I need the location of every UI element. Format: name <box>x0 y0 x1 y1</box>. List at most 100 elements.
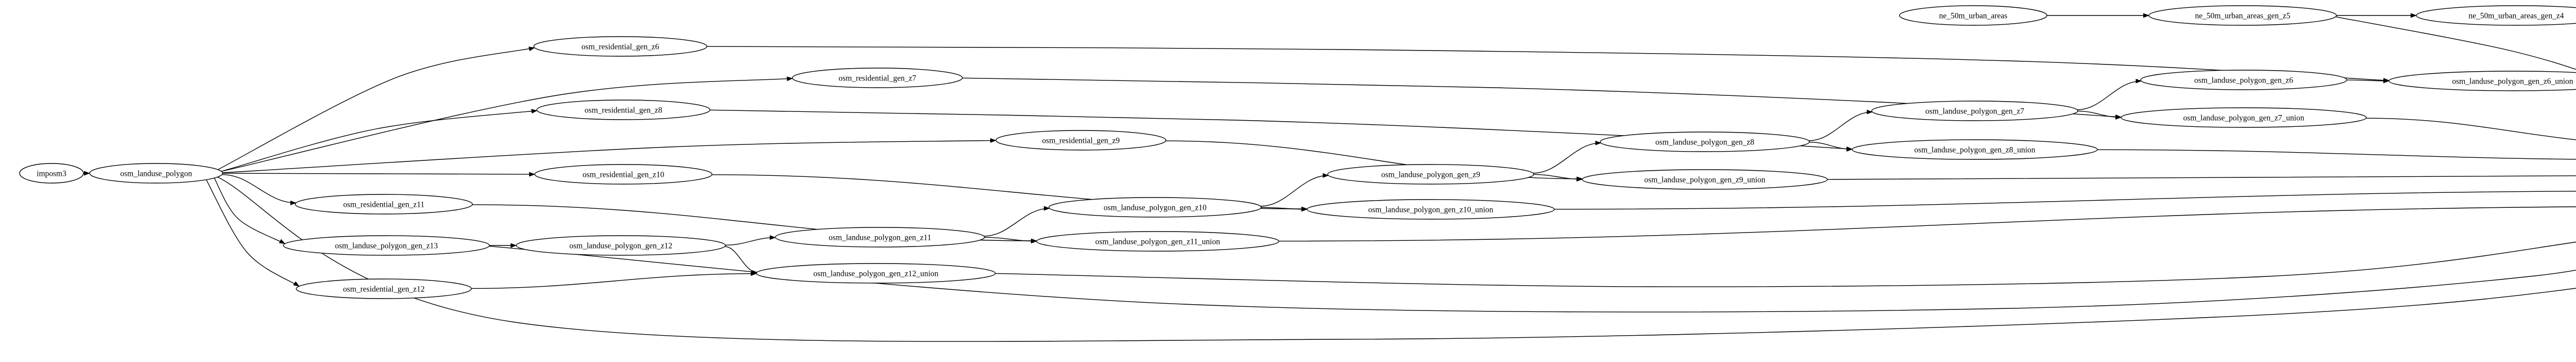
node-shape-osm_residential_gen_z7 <box>792 68 963 88</box>
node-label-osm_landuse_polygon: osm_landuse_polygon <box>120 170 192 178</box>
node-label-osm_residential_gen_z12: osm_residential_gen_z12 <box>343 285 425 294</box>
node-ne_50m_urban_areas_gen_z4: ne_50m_urban_areas_gen_z4 <box>2416 5 2576 26</box>
node-label-osm_landuse_polygon_gen_z6: osm_landuse_polygon_gen_z6 <box>2194 76 2293 85</box>
node-label-osm_landuse_polygon_gen_z9: osm_landuse_polygon_gen_z9 <box>1381 171 1480 179</box>
node-osm_residential_gen_z10: osm_residential_gen_z10 <box>534 164 713 185</box>
node-shape-osm_landuse_polygon_gen_z8_union <box>1852 139 2098 160</box>
node-label-osm_landuse_polygon_gen_z11_union: osm_landuse_polygon_gen_z11_union <box>1095 238 1220 246</box>
node-osm_landuse_polygon_gen_z8_union: osm_landuse_polygon_gen_z8_union <box>1852 139 2098 160</box>
node-label-osm_landuse_polygon_gen_z7_union: osm_landuse_polygon_gen_z7_union <box>2183 114 2304 123</box>
node-shape-osm_residential_gen_z8 <box>536 100 710 120</box>
node-osm_residential_gen_z6: osm_residential_gen_z6 <box>533 36 707 57</box>
edge-osm_landuse_polygon_gen_z7--osm_landuse_polygon_gen_z7_union <box>2077 110 2122 120</box>
node-shape-osm_residential_gen_z11 <box>295 194 473 215</box>
node-osm_landuse_polygon: osm_landuse_polygon <box>89 163 223 184</box>
node-osm_residential_gen_z9: osm_residential_gen_z9 <box>995 130 1166 151</box>
edge-osm_landuse_polygon--osm_landuse_polygon_gen_z13 <box>214 177 286 244</box>
node-osm_landuse_polygon_gen_z11_union: osm_landuse_polygon_gen_z11_union <box>1036 231 1279 252</box>
edge-osm_landuse_polygon--osm_residential_gen_z7 <box>221 76 793 172</box>
edge-osm_landuse_polygon_gen_z11_union--layer_landuse-z11 <box>1278 206 2576 242</box>
node-shape-osm_landuse_polygon_gen_z6_union <box>2388 71 2576 91</box>
node-shape-ne_50m_urban_areas <box>1899 5 2047 26</box>
node-label-osm_landuse_polygon_gen_z9_union: osm_landuse_polygon_gen_z9_union <box>1644 176 1765 185</box>
edge-ne_50m_urban_areas_gen_z5--layer_landuse-z5 <box>2335 16 2576 70</box>
node-osm_landuse_polygon_gen_z11: osm_landuse_polygon_gen_z11 <box>775 227 985 248</box>
node-shape-osm_landuse_polygon_gen_z13 <box>283 235 490 256</box>
node-osm_landuse_polygon_gen_z12: osm_landuse_polygon_gen_z12 <box>516 235 726 256</box>
node-label-osm_residential_gen_z9: osm_residential_gen_z9 <box>1042 137 1120 145</box>
node-label-osm_residential_gen_z7: osm_residential_gen_z7 <box>839 74 917 83</box>
node-osm_landuse_polygon_gen_z8: osm_landuse_polygon_gen_z8 <box>1600 131 1810 152</box>
edge-osm_landuse_polygon--osm_residential_gen_z11 <box>222 174 297 205</box>
node-osm_residential_gen_z7: osm_residential_gen_z7 <box>792 68 963 88</box>
node-label-osm_landuse_polygon_gen_z6_union: osm_landuse_polygon_gen_z6_union <box>2452 77 2573 86</box>
node-shape-ne_50m_urban_areas_gen_z4 <box>2416 5 2576 26</box>
edge-osm_landuse_polygon_gen_z12--osm_landuse_polygon_gen_z12_union <box>724 246 758 275</box>
node-shape-osm_residential_gen_z12 <box>296 278 472 299</box>
node-osm_landuse_polygon_gen_z7_union: osm_landuse_polygon_gen_z7_union <box>2121 107 2367 128</box>
edge-osm_landuse_polygon_gen_z11--osm_landuse_polygon_gen_z11_union <box>984 237 1038 244</box>
node-label-osm_landuse_polygon_gen_z7: osm_landuse_polygon_gen_z7 <box>1925 107 2024 116</box>
node-label-ne_50m_urban_areas_gen_z4: ne_50m_urban_areas_gen_z4 <box>2468 12 2564 21</box>
node-label-osm_residential_gen_z11: osm_residential_gen_z11 <box>343 201 425 209</box>
node-osm_residential_gen_z12: osm_residential_gen_z12 <box>296 278 472 299</box>
node-shape-osm_residential_gen_z9 <box>995 130 1166 151</box>
node-label-osm_residential_gen_z10: osm_residential_gen_z10 <box>583 171 665 179</box>
edge-osm_landuse_polygon_gen_z10_union--layer_landuse-z10 <box>1554 191 2576 210</box>
node-osm_landuse_polygon_gen_z9_union: osm_landuse_polygon_gen_z9_union <box>1582 169 1828 190</box>
edge-osm_landuse_polygon_gen_z9_union--layer_landuse-z9 <box>1827 175 2576 180</box>
edge-osm_landuse_polygon_gen_z7--osm_landuse_polygon_gen_z6 <box>2077 78 2142 110</box>
node-label-osm_residential_gen_z6: osm_residential_gen_z6 <box>582 43 659 52</box>
node-shape-osm_landuse_polygon <box>89 163 223 184</box>
node-shape-osm_landuse_polygon_gen_z10_union <box>1307 199 1555 220</box>
edge-osm_landuse_polygon_gen_z8--osm_landuse_polygon_gen_z7 <box>1808 109 1873 141</box>
edge-osm_landuse_polygon--osm_residential_gen_z6 <box>217 46 535 170</box>
node-shape-osm_landuse_polygon_gen_z11 <box>775 227 985 248</box>
edge-osm_landuse_polygon--layer_landuse-z14+ <box>217 176 2576 342</box>
node-label-osm_landuse_polygon_gen_z13: osm_landuse_polygon_gen_z13 <box>335 242 438 251</box>
edge-osm_landuse_polygon--osm_residential_gen_z9 <box>222 138 997 173</box>
node-shape-osm_landuse_polygon_gen_z12 <box>516 235 726 256</box>
node-shape-osm_landuse_polygon_gen_z9 <box>1327 164 1534 185</box>
node-osm_landuse_polygon_gen_z6: osm_landuse_polygon_gen_z6 <box>2140 70 2347 90</box>
node-label-imposm3: imposm3 <box>37 170 66 178</box>
edge-osm_landuse_polygon_gen_z10--osm_landuse_polygon_gen_z9 <box>1260 173 1329 207</box>
node-osm_landuse_polygon_gen_z10: osm_landuse_polygon_gen_z10 <box>1048 197 1262 218</box>
node-osm_landuse_polygon_gen_z10_union: osm_landuse_polygon_gen_z10_union <box>1307 199 1555 220</box>
node-shape-osm_residential_gen_z6 <box>533 36 707 57</box>
node-shape-osm_landuse_polygon_gen_z7_union <box>2121 107 2367 128</box>
node-shape-osm_landuse_polygon_gen_z10 <box>1048 197 1262 218</box>
node-label-osm_landuse_polygon_gen_z12: osm_landuse_polygon_gen_z12 <box>569 242 672 251</box>
edge-osm_landuse_polygon_gen_z9--osm_landuse_polygon_gen_z8 <box>1533 140 1602 174</box>
node-label-osm_landuse_polygon_gen_z10_union: osm_landuse_polygon_gen_z10_union <box>1368 206 1494 215</box>
node-shape-osm_landuse_polygon_gen_z7 <box>1871 101 2078 121</box>
edge-osm_landuse_polygon_gen_z7_union--layer_landuse-z7 <box>2366 118 2576 140</box>
node-shape-osm_landuse_polygon_gen_z12_union <box>756 263 996 284</box>
nodes-layer: imposm3 osm_landuse_polygon osm_residentia… <box>19 5 2576 299</box>
edge-osm_landuse_polygon_gen_z12--osm_landuse_polygon_gen_z11 <box>725 235 776 246</box>
edge-osm_landuse_polygon_gen_z8_union--layer_landuse-z8 <box>2097 149 2576 160</box>
node-label-osm_landuse_polygon_gen_z10: osm_landuse_polygon_gen_z10 <box>1104 204 1207 212</box>
node-label-osm_landuse_polygon_gen_z8_union: osm_landuse_polygon_gen_z8_union <box>1914 146 2035 155</box>
edge-osm_landuse_polygon_gen_z11--osm_landuse_polygon_gen_z10 <box>984 206 1050 237</box>
node-ne_50m_urban_areas_gen_z5: ne_50m_urban_areas_gen_z5 <box>2148 5 2337 26</box>
edge-osm_landuse_polygon_gen_z10--osm_landuse_polygon_gen_z10_union <box>1261 207 1308 212</box>
node-shape-osm_landuse_polygon_gen_z8 <box>1600 131 1810 152</box>
edge-osm_landuse_polygon_gen_z8--osm_landuse_polygon_gen_z8_union <box>1809 141 1853 152</box>
node-osm_landuse_polygon_gen_z13: osm_landuse_polygon_gen_z13 <box>283 235 490 256</box>
edge-osm_landuse_polygon_gen_z12_union--layer_landuse-z12 <box>995 241 2576 287</box>
node-label-ne_50m_urban_areas: ne_50m_urban_areas <box>1939 12 2008 21</box>
node-label-ne_50m_urban_areas_gen_z5: ne_50m_urban_areas_gen_z5 <box>2195 12 2290 21</box>
node-label-osm_landuse_polygon_gen_z12_union: osm_landuse_polygon_gen_z12_union <box>814 270 939 278</box>
node-osm_landuse_polygon_gen_z6_union: osm_landuse_polygon_gen_z6_union <box>2388 71 2576 91</box>
node-shape-osm_landuse_polygon_gen_z9_union <box>1582 169 1828 190</box>
node-shape-osm_landuse_polygon_gen_z6 <box>2140 70 2347 90</box>
node-osm_landuse_polygon_gen_z9: osm_landuse_polygon_gen_z9 <box>1327 164 1534 185</box>
node-ne_50m_urban_areas: ne_50m_urban_areas <box>1899 5 2047 26</box>
node-label-osm_landuse_polygon_gen_z8: osm_landuse_polygon_gen_z8 <box>1655 138 1754 147</box>
edge-osm_landuse_polygon--osm_residential_gen_z10 <box>222 172 535 177</box>
edge-osm_landuse_polygon_gen_z6--osm_landuse_polygon_gen_z6_union <box>2346 78 2389 84</box>
edge-osm_residential_gen_z12--osm_landuse_polygon_gen_z12_union <box>471 271 757 289</box>
